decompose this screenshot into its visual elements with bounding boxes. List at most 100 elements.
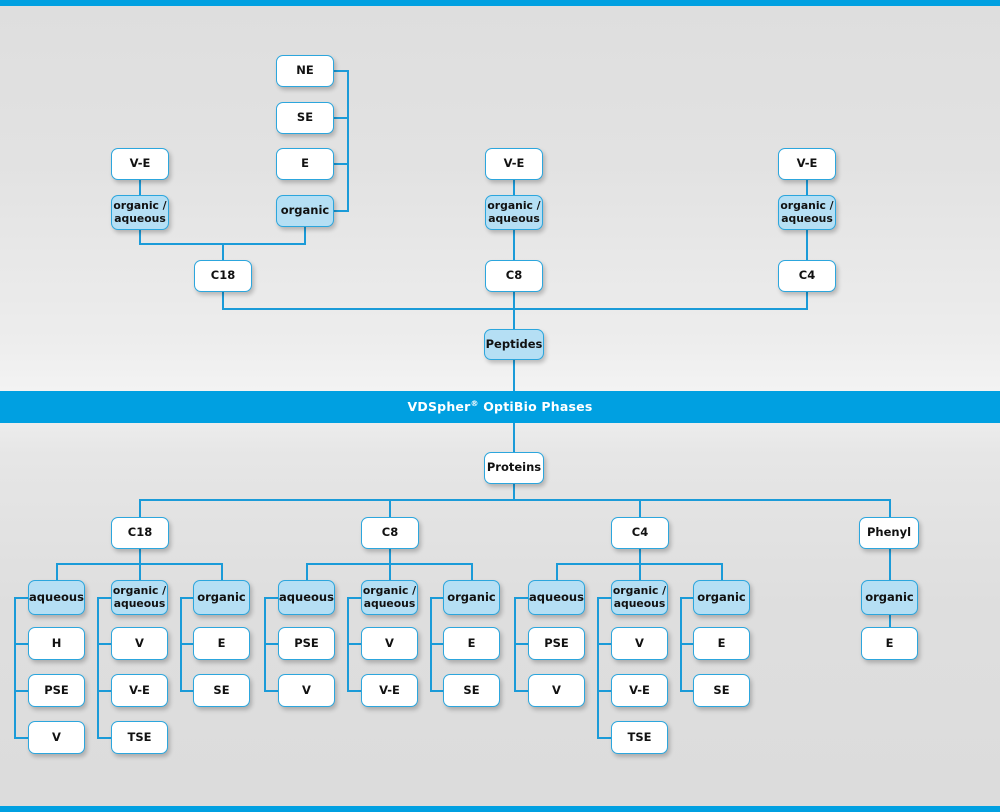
node-proteins-phenyl-organic-E[interactable]: E [861,627,918,660]
connector-c4-aqueous-stub-1 [514,643,530,645]
node-proteins-c8-orgaq-VE[interactable]: V-E [361,674,418,707]
node-peptides-root[interactable]: Peptides [484,329,544,360]
node-label-line2: aqueous [363,596,416,610]
node-proteins-c18-orgaq-VE[interactable]: V-E [111,674,168,707]
node-peptides-phase-c8[interactable]: C8 [485,260,543,292]
node-proteins-c8-organic-aqueous[interactable]: organic / aqueous [361,580,418,615]
node-peptides-c18-organic-aqueous[interactable]: organic / aqueous [111,195,169,230]
node-proteins-c8-aqueous[interactable]: aqueous [278,580,335,615]
connector-peptides-to-banner [513,360,515,393]
node-proteins-phase-phenyl[interactable]: Phenyl [859,517,919,549]
connector-phenyl-phase-to-organic [889,549,891,581]
node-label: V [135,635,144,650]
node-label: C4 [798,268,816,283]
node-peptides-c8-orgaq-VE[interactable]: V-E [485,148,543,180]
node-label: V [552,682,561,697]
connector-c18-aqueous-stub-3 [14,737,30,739]
node-proteins-phenyl-organic[interactable]: organic [861,580,918,615]
node-proteins-c4-aqueous-PSE[interactable]: PSE [528,627,585,660]
node-label: PSE [294,635,319,650]
connector-c4-organic-stub-0 [680,597,696,599]
node-peptides-c4-orgaq-VE[interactable]: V-E [778,148,836,180]
connector-c8-orgaq-stub-1 [347,643,363,645]
node-label: SE [463,682,480,697]
node-proteins-c8-organic-SE[interactable]: SE [443,674,500,707]
node-proteins-c8-aqueous-V[interactable]: V [278,674,335,707]
connector-bus-to-peptides [513,308,515,330]
node-proteins-c8-orgaq-V[interactable]: V [361,627,418,660]
connector-c4-bus-organic [721,563,723,581]
connector-c18-organic-stub-SE [334,117,349,119]
node-proteins-c4-organic-E[interactable]: E [693,627,750,660]
node-peptides-phase-c18[interactable]: C18 [194,260,252,292]
node-label-line1: organic / [612,584,667,598]
node-label: E [217,635,226,650]
node-proteins-c4-aqueous[interactable]: aqueous [528,580,585,615]
node-proteins-c8-organic[interactable]: organic [443,580,500,615]
top-accent-bar [0,0,1000,6]
node-proteins-c18-organic[interactable]: organic [193,580,250,615]
node-proteins-c4-orgaq-V[interactable]: V [611,627,668,660]
node-proteins-c4-aqueous-V[interactable]: V [528,674,585,707]
node-label: V-E [379,682,400,697]
node-label-line2: aqueous [113,596,166,610]
connector-c8-phase-down [389,549,391,564]
node-proteins-phase-c8[interactable]: C8 [361,517,419,549]
node-peptides-c4-organic-aqueous[interactable]: organic / aqueous [778,195,836,230]
bottom-accent-bar [0,806,1000,812]
connector-c18-organic-stub-1 [180,643,196,645]
connector-c18-orgaq-spine [97,597,99,739]
node-proteins-c18-aqueous[interactable]: aqueous [28,580,85,615]
node-label-line2: aqueous [488,211,540,225]
brand-banner: VDSpher® OptiBio Phases [0,391,1000,423]
node-label: aqueous [279,589,334,604]
node-label: V [385,635,394,650]
connector-c4-aqueous-stub-0 [514,597,530,599]
node-proteins-c18-aqueous-PSE[interactable]: PSE [28,674,85,707]
node-proteins-c8-aqueous-PSE[interactable]: PSE [278,627,335,660]
node-peptides-c18-organic-E[interactable]: E [276,148,334,180]
connector-c4-orgaq-stub-3 [597,737,613,739]
node-label: E [717,635,726,650]
node-proteins-c18-aqueous-H[interactable]: H [28,627,85,660]
node-proteins-c18-organic-E[interactable]: E [193,627,250,660]
node-label: SE [296,110,314,125]
node-proteins-c18-organic-SE[interactable]: SE [193,674,250,707]
connector-c18-phase-down [139,549,141,564]
node-proteins-phase-c4[interactable]: C4 [611,517,669,549]
connector-bus-to-phenyl [889,499,891,518]
node-peptides-c8-organic-aqueous[interactable]: organic / aqueous [485,195,543,230]
node-proteins-c18-orgaq-TSE[interactable]: TSE [111,721,168,754]
node-peptides-c18-organic-NE[interactable]: NE [276,55,334,87]
node-proteins-c4-orgaq-VE[interactable]: V-E [611,674,668,707]
node-label-line1: organic / [780,199,834,213]
node-proteins-phase-c18[interactable]: C18 [111,517,169,549]
node-proteins-c18-organic-aqueous[interactable]: organic / aqueous [111,580,168,615]
node-label: PSE [544,635,569,650]
node-proteins-c8-organic-E[interactable]: E [443,627,500,660]
connector-c18-bus-organic [221,563,223,581]
connector-c8-organic-stub-1 [430,643,446,645]
connector-c18-organic-stub-organic [334,210,349,212]
connector-c18-organic-bus [347,71,349,211]
node-label-line2: aqueous [781,211,833,225]
node-proteins-root[interactable]: Proteins [484,452,544,484]
node-proteins-c4-organic-aqueous[interactable]: organic / aqueous [611,580,668,615]
node-proteins-c4-organic[interactable]: organic [693,580,750,615]
node-peptides-c18-orgaq-VE[interactable]: V-E [111,148,169,180]
node-label-line2: aqueous [114,211,166,225]
node-proteins-c4-organic-SE[interactable]: SE [693,674,750,707]
node-label: C4 [631,525,649,540]
node-label: Phenyl [866,525,912,540]
node-label-line1: organic / [362,584,417,598]
connector-c8-orgaq-stub-0 [347,597,363,599]
node-proteins-c18-orgaq-V[interactable]: V [111,627,168,660]
node-peptides-phase-c4[interactable]: C4 [778,260,836,292]
node-label-line2: aqueous [613,596,666,610]
node-proteins-c4-orgaq-TSE[interactable]: TSE [611,721,668,754]
node-label: SE [213,682,230,697]
node-proteins-c18-aqueous-V[interactable]: V [28,721,85,754]
node-peptides-c18-organic-SE[interactable]: SE [276,102,334,134]
node-peptides-c18-organic[interactable]: organic [276,195,334,227]
connector-c4-down-to-bus [806,292,808,309]
